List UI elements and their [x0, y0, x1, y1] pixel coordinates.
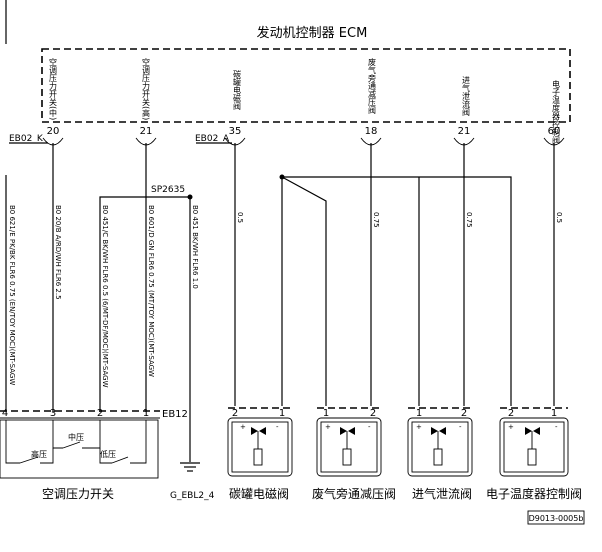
- valve-2-inner: [320, 421, 378, 473]
- wire-label-8: 0.75: [465, 212, 473, 228]
- switch-pin-2: 2: [97, 408, 103, 419]
- valve-3-name: 进气泄流阀: [412, 486, 472, 501]
- ecm-pin-label-5: 进气泄流阀: [462, 76, 471, 117]
- connector-eb02-a: EB02_A: [195, 134, 230, 144]
- connector-eb02-k: EB02_K: [9, 134, 44, 144]
- valve-2-name: 废气旁通减压阀: [312, 486, 396, 501]
- svg-text:-: -: [459, 423, 462, 431]
- valve-4-pin-b: 1: [551, 408, 557, 419]
- wire-label-7: 0.75: [372, 212, 380, 228]
- svg-text:-: -: [555, 423, 558, 431]
- wire-label-9: 0.5: [555, 212, 563, 223]
- valve-3-pin-b: 2: [461, 408, 467, 419]
- valve-4-body: [499, 417, 569, 477]
- valve-1-pin-b: 1: [279, 408, 285, 419]
- wire-label-5: B0 451 BK/WH FLR6 1.0: [191, 205, 199, 289]
- switch-contact-low: [111, 456, 129, 464]
- wire-label-2: B0 20/B A/RD/WH FLR6 2.5: [54, 205, 62, 300]
- ground-icon: [180, 462, 200, 472]
- wire-label-6: 0.5: [236, 212, 244, 223]
- valve-2-body: [316, 417, 382, 477]
- svg-text:-: -: [276, 423, 279, 431]
- valve-1-name: 碳罐电磁阀: [229, 486, 289, 501]
- wire-label-3: B0 451/C BK/WH FLR6 0.5 (6/MT-DF/MOC)(MT…: [101, 205, 109, 388]
- ecm-pin-label-3: 碳罐电磁阀: [233, 69, 242, 111]
- ecm-pin-label-4: 废气旁通减压阀: [368, 57, 377, 115]
- splice-dot-power: [279, 174, 285, 180]
- switch-pin-1: 1: [143, 408, 149, 419]
- ecm-pin-label-1: 空调压力开关(中): [49, 57, 58, 120]
- switch-name: 空调压力开关: [42, 487, 114, 501]
- ecm-box: [41, 48, 571, 123]
- wire-power-branch: [281, 176, 327, 406]
- valve-3-pin-a: 1: [416, 408, 422, 419]
- valve-1-inner: [231, 421, 289, 473]
- valve-4-inner: [503, 421, 565, 473]
- valve-4-pin-a: 2: [508, 408, 514, 419]
- ecm-pin-number-2: 21: [140, 126, 153, 137]
- valve-1-coil-icon: [253, 448, 263, 466]
- svg-text:+: +: [416, 423, 422, 431]
- switch-pin-4: 4: [2, 408, 8, 419]
- wire-label-1: B0 621/E PK/BK FLR6 0.75 (EN/TOY MOC)(MT…: [8, 205, 16, 385]
- ecm-pin-number-5: 21: [458, 126, 471, 137]
- valve-4-symbol-icon: [525, 427, 540, 435]
- switch-connector-name: EB12: [162, 409, 188, 420]
- valve-2-coil-icon: [342, 448, 352, 466]
- valve-bypass: 1 2: [316, 407, 382, 477]
- valve-3-coil-icon: [433, 448, 443, 466]
- ecm-title: 发动机控制器 ECM: [257, 25, 368, 41]
- svg-text:-: -: [368, 423, 371, 431]
- valve-4-coil-icon: [527, 448, 537, 466]
- svg-text:+: +: [325, 423, 331, 431]
- valve-1-body: [227, 417, 293, 477]
- valve-2-pin-a: 1: [323, 408, 329, 419]
- connector-marks: [42, 137, 565, 146]
- ground-label: G_EBL2_4: [170, 491, 215, 501]
- switch-body: [0, 419, 159, 479]
- ecm-pin-number-1: 20: [47, 126, 60, 137]
- ecm-pin-label-6: 电子温度器控制阀: [552, 79, 561, 145]
- switch-wire-low-a: [99, 448, 112, 464]
- splice-label: SP2635: [151, 185, 185, 195]
- valve-3-symbol-icon: [431, 427, 446, 435]
- wire-power-bus: [281, 176, 512, 406]
- switch-wire-high: [40, 448, 54, 464]
- pressure-switch: EB12 4 3 2 1 中压 高压 低压: [0, 408, 188, 479]
- valve-3-inner: [411, 421, 469, 473]
- svg-text:+: +: [240, 423, 246, 431]
- diagram-id-box: [527, 510, 585, 525]
- valve-4-name: 电子温度器控制阀: [486, 486, 582, 501]
- valve-2-symbol-icon: [340, 427, 355, 435]
- wire-label-4: B0 601/D GN FLR6 0.75 (MT/TOY MOC)(MT-SA…: [147, 205, 155, 377]
- valve-thermostat: 2 1: [499, 407, 569, 477]
- ecm-pin-label-2: 空调压力开关(高): [142, 57, 151, 120]
- switch-wire-4: [5, 420, 20, 464]
- diagram-id: D9013-0005b: [529, 514, 584, 523]
- valve-3-body: [407, 417, 473, 477]
- switch-label-mid: 中压: [68, 432, 84, 442]
- svg-text:+: +: [508, 423, 514, 431]
- switch-label-high: 高压: [31, 449, 47, 459]
- valve-canister: 2 1: [227, 407, 293, 477]
- ecm-pin-number-3: 35: [229, 126, 242, 137]
- valve-1-pin-a: 2: [232, 408, 238, 419]
- switch-pin-3: 3: [50, 408, 56, 419]
- valve-intake-relief: 1 2: [407, 407, 473, 477]
- switch-contact-mid: [62, 441, 81, 449]
- switch-wire-2: [82, 420, 101, 449]
- switch-label-low: 低压: [100, 449, 116, 459]
- switch-contact-high: [19, 456, 39, 464]
- ecm-pin-number-6: 60: [548, 126, 561, 137]
- polarity-marks: + - + - + - + -: [240, 423, 558, 431]
- valve-1-symbol-icon: [251, 427, 266, 435]
- switch-wire-low-b: [130, 420, 147, 464]
- valve-2-pin-b: 2: [370, 408, 376, 419]
- splice-dot-sp2635: [187, 194, 193, 200]
- wire-pin21: [99, 143, 147, 412]
- ecm-pin-number-4: 18: [365, 126, 378, 137]
- switch-wire-3: [52, 420, 63, 449]
